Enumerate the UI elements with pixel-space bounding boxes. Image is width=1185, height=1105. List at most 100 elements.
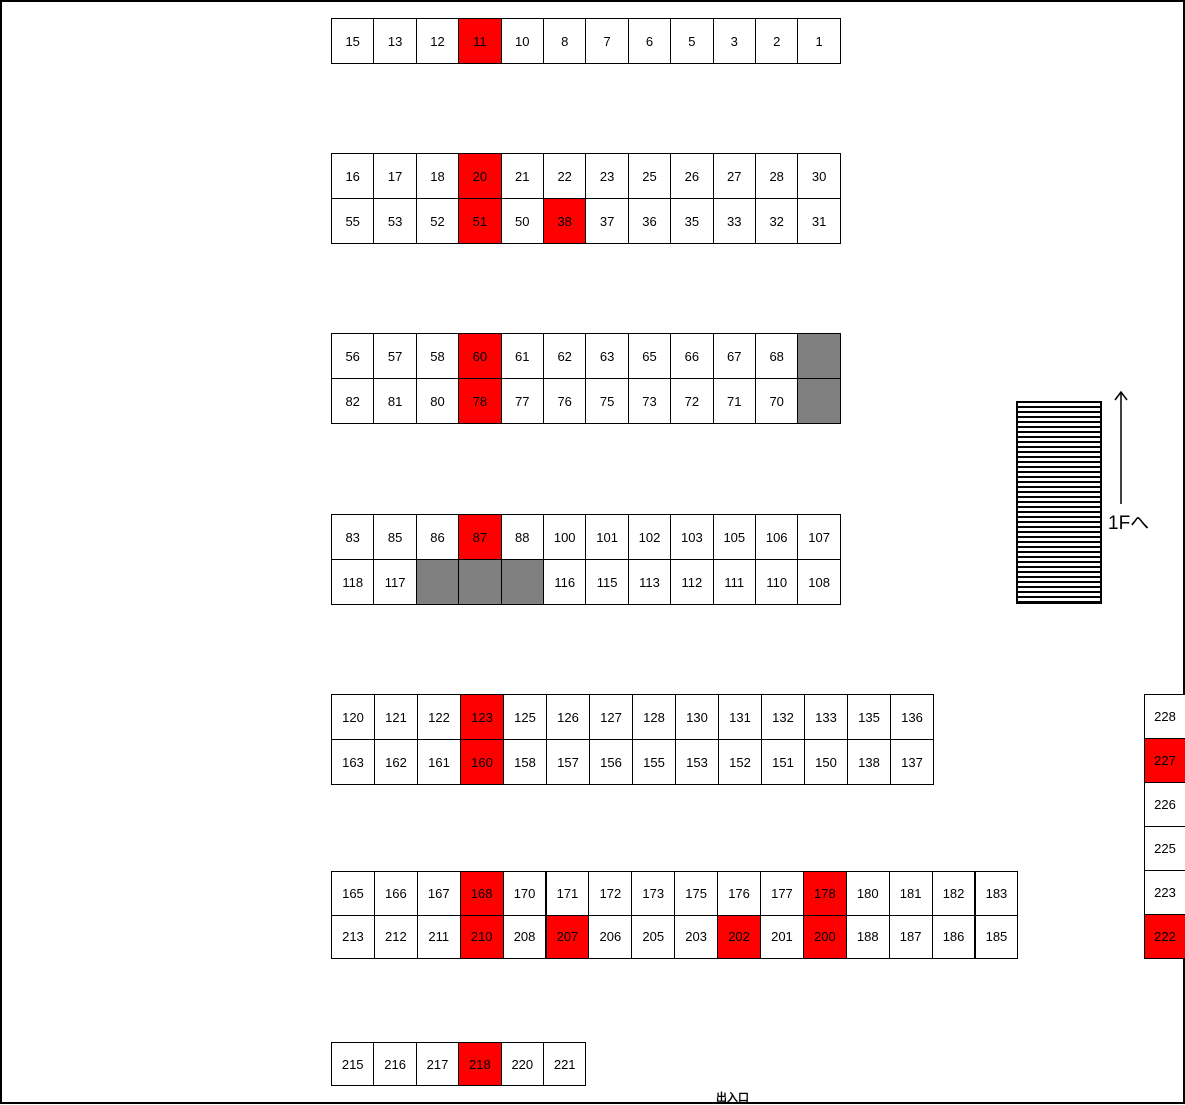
parking-space-77[interactable]: 77 <box>500 378 544 424</box>
parking-space-83[interactable]: 83 <box>331 514 375 560</box>
parking-space-155[interactable]: 155 <box>632 739 676 785</box>
parking-space-16[interactable]: 16 <box>331 153 375 199</box>
parking-space-17[interactable]: 17 <box>373 153 417 199</box>
parking-space-161[interactable]: 161 <box>417 739 461 785</box>
parking-space-111[interactable]: 111 <box>712 559 756 605</box>
parking-space-37[interactable]: 37 <box>585 198 629 244</box>
parking-space-73[interactable]: 73 <box>627 378 672 424</box>
parking-space-210[interactable]: 210 <box>459 914 504 959</box>
parking-space-28[interactable]: 28 <box>755 153 799 199</box>
parking-space-117[interactable]: 117 <box>373 559 417 605</box>
parking-space-180[interactable]: 180 <box>845 871 890 916</box>
parking-space-5[interactable]: 5 <box>670 18 714 64</box>
parking-space-70[interactable]: 70 <box>755 378 799 424</box>
parking-space-125[interactable]: 125 <box>503 694 547 740</box>
parking-space-107[interactable]: 107 <box>797 514 841 560</box>
parking-space-167[interactable]: 167 <box>416 871 461 916</box>
parking-space-185[interactable]: 185 <box>974 914 1019 959</box>
parking-space-201[interactable]: 201 <box>760 914 804 959</box>
parking-space-115[interactable]: 115 <box>585 559 629 605</box>
parking-space-12[interactable]: 12 <box>415 18 460 64</box>
parking-space-171[interactable]: 171 <box>545 871 590 916</box>
parking-space-102[interactable]: 102 <box>627 514 672 560</box>
parking-space-18[interactable]: 18 <box>415 153 460 199</box>
parking-space-23[interactable]: 23 <box>585 153 629 199</box>
parking-space-158[interactable]: 158 <box>503 739 547 785</box>
parking-space-221[interactable]: 221 <box>543 1042 587 1086</box>
parking-space-157[interactable]: 157 <box>546 739 590 785</box>
parking-space-110[interactable]: 110 <box>755 559 799 605</box>
parking-space-133[interactable]: 133 <box>804 694 848 740</box>
parking-space-186[interactable]: 186 <box>931 914 976 959</box>
parking-space-21[interactable]: 21 <box>500 153 544 199</box>
parking-space-61[interactable]: 61 <box>500 333 544 379</box>
parking-space-151[interactable]: 151 <box>761 739 805 785</box>
parking-space-66[interactable]: 66 <box>670 333 714 379</box>
parking-space-65[interactable]: 65 <box>627 333 672 379</box>
parking-space-137[interactable]: 137 <box>890 739 934 785</box>
parking-space-2[interactable]: 2 <box>755 18 799 64</box>
parking-space-205[interactable]: 205 <box>631 914 676 959</box>
parking-space-208[interactable]: 208 <box>502 914 547 959</box>
parking-space-163[interactable]: 163 <box>331 739 375 785</box>
parking-space-72[interactable]: 72 <box>670 378 714 424</box>
parking-space-172[interactable]: 172 <box>588 871 633 916</box>
parking-space-35[interactable]: 35 <box>670 198 714 244</box>
parking-space-52[interactable]: 52 <box>415 198 460 244</box>
parking-space-13[interactable]: 13 <box>373 18 417 64</box>
parking-space-6[interactable]: 6 <box>627 18 672 64</box>
parking-space-162[interactable]: 162 <box>374 739 418 785</box>
parking-space-138[interactable]: 138 <box>847 739 891 785</box>
parking-space-57[interactable]: 57 <box>373 333 417 379</box>
parking-space-31[interactable]: 31 <box>797 198 841 244</box>
parking-space-128[interactable]: 128 <box>632 694 676 740</box>
parking-space-88[interactable]: 88 <box>500 514 544 560</box>
parking-space-120[interactable]: 120 <box>331 694 375 740</box>
parking-space-113[interactable]: 113 <box>627 559 672 605</box>
parking-space-150[interactable]: 150 <box>804 739 848 785</box>
parking-space-182[interactable]: 182 <box>931 871 976 916</box>
parking-space-75[interactable]: 75 <box>585 378 629 424</box>
parking-space-76[interactable]: 76 <box>543 378 587 424</box>
parking-space-217[interactable]: 217 <box>415 1042 460 1086</box>
parking-space-135[interactable]: 135 <box>847 694 891 740</box>
parking-space-10[interactable]: 10 <box>500 18 544 64</box>
parking-space-38[interactable]: 38 <box>543 198 587 244</box>
parking-space-86[interactable]: 86 <box>415 514 460 560</box>
parking-space-32[interactable]: 32 <box>755 198 799 244</box>
parking-space-105[interactable]: 105 <box>712 514 756 560</box>
parking-space-58[interactable]: 58 <box>415 333 460 379</box>
parking-space-122[interactable]: 122 <box>417 694 461 740</box>
parking-space-152[interactable]: 152 <box>718 739 762 785</box>
parking-space-80[interactable]: 80 <box>415 378 460 424</box>
parking-space-188[interactable]: 188 <box>845 914 890 959</box>
parking-space-121[interactable]: 121 <box>374 694 418 740</box>
parking-space-56[interactable]: 56 <box>331 333 375 379</box>
parking-space-55[interactable]: 55 <box>331 198 375 244</box>
parking-space-106[interactable]: 106 <box>755 514 799 560</box>
parking-space-82[interactable]: 82 <box>331 378 375 424</box>
parking-space-166[interactable]: 166 <box>373 871 418 916</box>
parking-space-223[interactable]: 223 <box>1144 870 1185 915</box>
parking-space-132[interactable]: 132 <box>761 694 805 740</box>
parking-space-215[interactable]: 215 <box>331 1042 375 1086</box>
parking-space-222[interactable]: 222 <box>1144 914 1185 959</box>
parking-space-175[interactable]: 175 <box>674 871 719 916</box>
parking-space-165[interactable]: 165 <box>331 871 375 916</box>
parking-space-25[interactable]: 25 <box>627 153 672 199</box>
parking-space-53[interactable]: 53 <box>373 198 417 244</box>
parking-space-206[interactable]: 206 <box>588 914 633 959</box>
parking-space-207[interactable]: 207 <box>545 914 590 959</box>
parking-space-200[interactable]: 200 <box>802 914 847 959</box>
parking-space-7[interactable]: 7 <box>585 18 629 64</box>
parking-space-22[interactable]: 22 <box>543 153 587 199</box>
parking-space-100[interactable]: 100 <box>543 514 587 560</box>
parking-space-228[interactable]: 228 <box>1144 694 1185 739</box>
parking-space-168[interactable]: 168 <box>459 871 504 916</box>
parking-space-136[interactable]: 136 <box>890 694 934 740</box>
parking-space-118[interactable]: 118 <box>331 559 375 605</box>
parking-space-212[interactable]: 212 <box>373 914 418 959</box>
parking-space-50[interactable]: 50 <box>500 198 544 244</box>
parking-space-170[interactable]: 170 <box>502 871 547 916</box>
parking-space-27[interactable]: 27 <box>712 153 756 199</box>
